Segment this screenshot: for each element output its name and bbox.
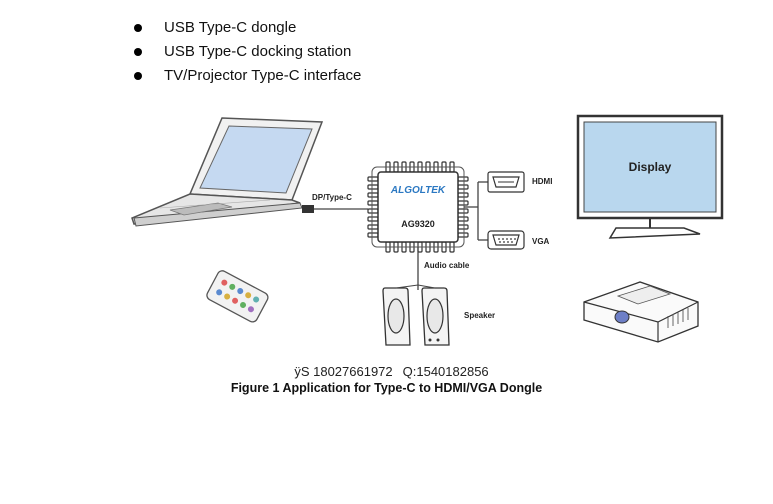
figure-caption: Figure 1 Application for Type-C to HDMI/… <box>230 381 543 395</box>
chip-model-label: AG9320 <box>401 219 435 229</box>
bullet-item: TV/Projector Type-C interface <box>132 64 361 88</box>
bullet-dot-icon <box>134 72 142 80</box>
contact-phone: ÿS 18027661972 <box>294 364 393 379</box>
input-cable-icon <box>302 205 368 213</box>
laptop-icon <box>131 117 324 227</box>
bullet-item: USB Type-C docking station <box>132 40 361 64</box>
speaker-label: Speaker <box>464 311 495 320</box>
bullet-label: TV/Projector Type-C interface <box>164 67 362 84</box>
output-connector-lines <box>417 181 488 290</box>
bullet-item: USB Type-C dongle <box>132 16 361 40</box>
bullet-label: USB Type-C docking station <box>164 43 352 60</box>
feature-bullet-list: USB Type-C dongle USB Type-C docking sta… <box>132 16 361 88</box>
vga-label: VGA <box>532 237 550 246</box>
bullet-dot-icon <box>134 48 142 56</box>
remote-control-icon <box>206 270 269 323</box>
display-label: Display <box>629 160 672 174</box>
bullet-dot-icon <box>134 24 142 32</box>
audio-cable-label: Audio cable <box>424 261 470 270</box>
projector-icon <box>583 281 699 343</box>
contact-line: ÿS 18027661972 Q:1540182856 <box>0 364 773 379</box>
chip-brand-label: ALGOLTEK <box>390 185 446 196</box>
vga-port-icon <box>487 230 525 250</box>
speaker-icon <box>382 284 450 346</box>
contact-qq: Q:1540182856 <box>402 364 489 379</box>
hdmi-label: HDMI <box>532 177 552 186</box>
chip-icon <box>367 161 469 253</box>
hdmi-port-icon <box>487 171 525 193</box>
input-label: DP/Type-C <box>312 193 352 202</box>
bullet-label: USB Type-C dongle <box>164 19 297 36</box>
display-monitor-icon <box>576 114 724 239</box>
